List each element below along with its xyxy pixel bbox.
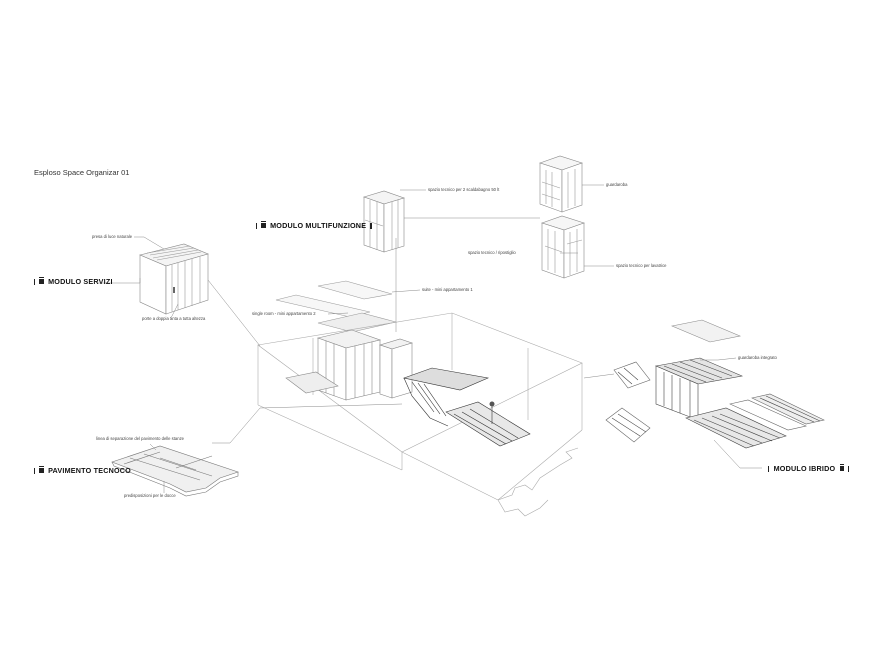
- mark-bar: [256, 223, 258, 230]
- note-predisposizioni: predisposizioni per le docce: [124, 493, 176, 498]
- inner-platform: [402, 367, 531, 447]
- drawing-linework: [111, 155, 825, 517]
- mark-square: [39, 277, 44, 284]
- note-luce: presa di luce naturale: [92, 234, 133, 239]
- note-suite: suite - mini appartamento 1: [422, 287, 473, 292]
- inner-cores: [285, 329, 413, 401]
- modulo-multifunzione-text: MODULO MULTIFUNZIONE: [270, 221, 367, 230]
- label-modulo-multifunzione: MODULO MULTIFUNZIONE: [254, 221, 374, 230]
- note-guardaroba: guardaroba: [606, 182, 628, 187]
- floating-slabs: [275, 280, 397, 333]
- mark-square: [839, 464, 844, 471]
- leader-lines: [98, 184, 762, 493]
- note-linea-separazione: linea di separazione del pavimento delle…: [96, 436, 184, 441]
- note-single-room: single room - mini appartamento 2: [252, 311, 316, 316]
- mark-bar: [768, 466, 770, 473]
- mark-bar: [848, 466, 850, 473]
- mark-square: [39, 466, 44, 473]
- ibrido-assembly: [605, 319, 825, 449]
- page-title: Esploso Space Organizar 01: [34, 168, 130, 177]
- mark-bar: [34, 468, 36, 475]
- modulo-ibrido-text: MODULO IBRIDO: [773, 464, 836, 473]
- mark-bar: [34, 279, 36, 286]
- note-ripostiglio: spazio tecnico / ripostiglio: [468, 250, 516, 255]
- note-guardaroba-integrato: guardaroba integrato: [738, 355, 777, 360]
- guardaroba-modules: [539, 155, 585, 279]
- multifunzione-box: [363, 190, 405, 253]
- pavimento-tecnoco-text: PAVIMENTO TECNOCO: [48, 466, 131, 475]
- servizi-box: [139, 243, 209, 315]
- label-modulo-servizi: MODULO SERVIZI: [32, 277, 113, 286]
- note-lavatrice: spazio tecnico per lavatrice: [616, 263, 667, 268]
- pavimento-floor-plate: [111, 445, 239, 497]
- note-spazio-scaldabagno: spazio tecnico per 2 scaldabagno 50 lt: [428, 187, 500, 192]
- modulo-servizi-text: MODULO SERVIZI: [48, 277, 113, 286]
- label-modulo-ibrido: MODULO IBRIDO: [766, 464, 851, 473]
- label-pavimento-tecnoco: PAVIMENTO TECNOCO: [32, 466, 131, 475]
- mark-bar: [370, 223, 372, 230]
- house-volume: [257, 312, 583, 517]
- note-porte: porte a doppia anta a tutta altezza: [142, 316, 206, 321]
- mark-square: [261, 221, 266, 228]
